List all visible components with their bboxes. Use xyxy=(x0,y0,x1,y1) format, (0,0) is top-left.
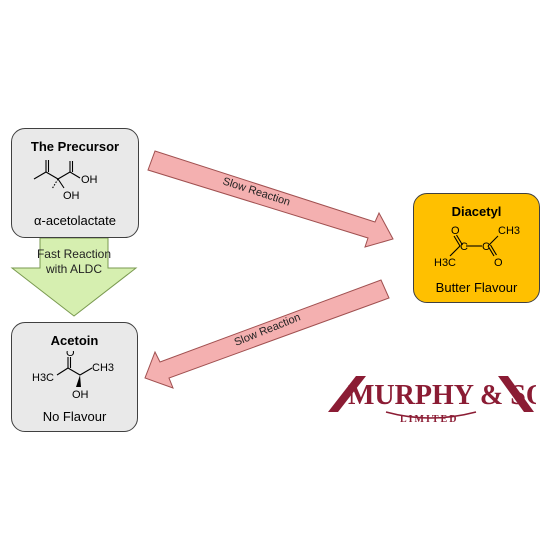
diacetyl-left-methyl: H3C xyxy=(434,257,456,269)
diacetyl-flavour: Butter Flavour xyxy=(435,280,518,295)
precursor-box: The Precursor OH OH α-acetolactate xyxy=(11,128,139,238)
diacetyl-carbon-1: C xyxy=(460,241,468,253)
precursor-name: α-acetolactate xyxy=(34,213,116,228)
precursor-cooh-oh: OH xyxy=(81,174,98,186)
logo-sub-text: LIMITED xyxy=(400,414,458,425)
alpha-acetolactate-structure: OH OH xyxy=(33,160,98,202)
acetoin-left-methyl: H3C xyxy=(32,372,54,384)
acetoin-hydroxyl: OH xyxy=(72,389,89,401)
acetoin-right-methyl: CH3 xyxy=(92,362,114,374)
acetoin-flavour: No Flavour xyxy=(42,409,107,424)
acetoin-structure: O H3C CH3 OH xyxy=(32,351,114,401)
murphy-and-son-logo: MURPHY & SON LIMITED xyxy=(328,376,536,425)
diacetyl-oxygen-2: O xyxy=(494,257,503,269)
fast-reaction-arrow xyxy=(10,237,138,317)
acetoin-box: Acetoin O H3C CH3 OH No Flavour xyxy=(11,322,138,432)
fast-reaction-label-line-1: Fast Reaction xyxy=(36,247,112,261)
precursor-hydroxyl: OH xyxy=(63,190,80,202)
fast-reaction-label: Fast Reaction with ALDC xyxy=(12,247,136,277)
diacetyl-box: Diacetyl O C C O CH3 H3C Butter Flavour xyxy=(413,193,540,303)
acetoin-title: Acetoin xyxy=(50,333,99,348)
diacetyl-carbon-2: C xyxy=(482,241,490,253)
diacetyl-structure: O C C O CH3 H3C xyxy=(434,225,520,269)
slow-reaction-arrow-top: Slow Reaction xyxy=(147,150,394,248)
precursor-title: The Precursor xyxy=(30,139,120,154)
diacetyl-oxygen-1: O xyxy=(451,225,460,237)
acetoin-oxygen: O xyxy=(66,351,75,359)
diacetyl-right-methyl: CH3 xyxy=(498,225,520,237)
logo-main-text: MURPHY & SON xyxy=(348,380,536,411)
diacetyl-title: Diacetyl xyxy=(451,204,502,219)
fast-reaction-label-line-2: with ALDC xyxy=(45,262,103,276)
